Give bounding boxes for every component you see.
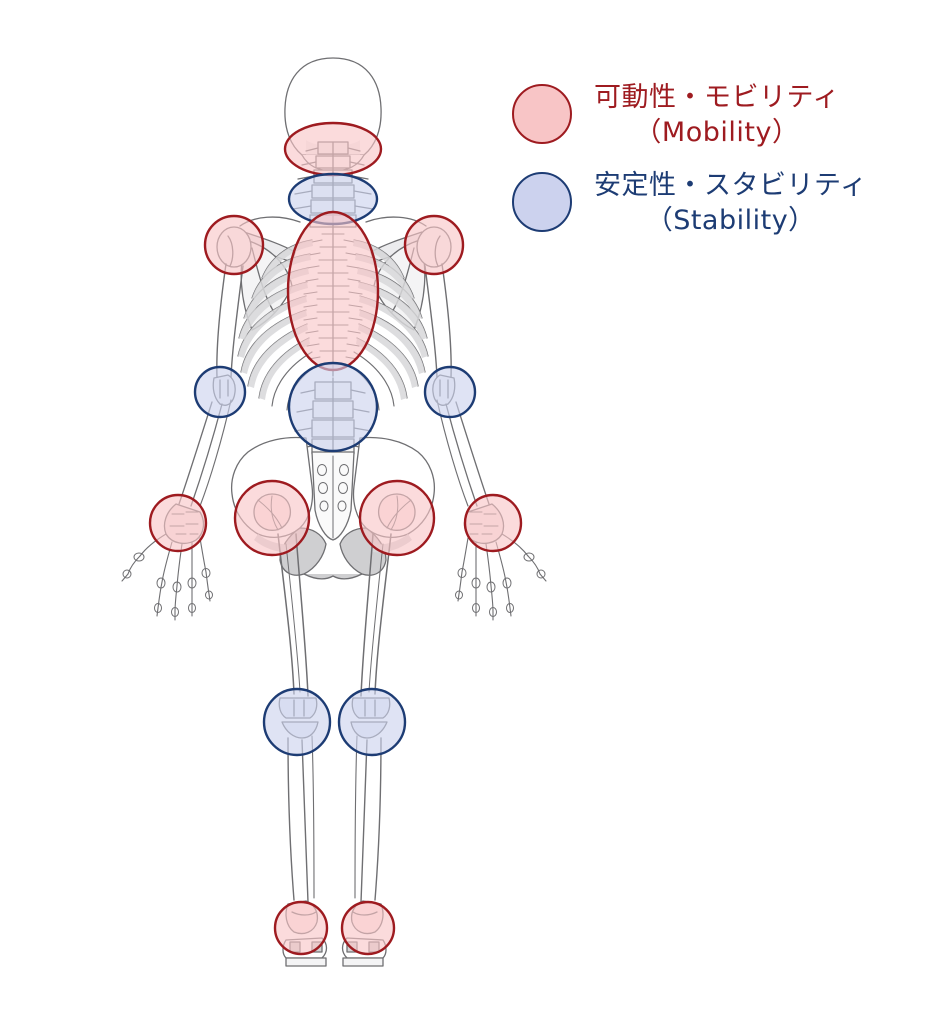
marker-thoracic-spine xyxy=(286,210,380,372)
marker-ankle-right xyxy=(340,900,396,956)
marker-wrist-left xyxy=(148,493,208,553)
legend-label-mobility: 可動性・モビリティ （Mobility） xyxy=(594,80,840,150)
legend: 可動性・モビリティ （Mobility） 安定性・スタビリティ （Stabili… xyxy=(512,80,912,256)
marker-elbow-left xyxy=(193,365,247,419)
marker-shoulder-left xyxy=(203,214,265,276)
marker-hip-right xyxy=(358,479,436,557)
legend-stability-line2: （Stability） xyxy=(645,205,816,237)
marker-lumbar-spine xyxy=(287,361,379,453)
marker-knee-right xyxy=(337,687,407,757)
legend-mobility-line1: 可動性・モビリティ xyxy=(594,82,840,113)
marker-knee-left xyxy=(262,687,332,757)
marker-elbow-right xyxy=(423,365,477,419)
stability-swatch-icon xyxy=(512,172,572,233)
legend-mobility-line2: （Mobility） xyxy=(634,117,800,149)
legend-label-stability: 安定性・スタビリティ （Stability） xyxy=(594,168,867,238)
legend-stability-line1: 安定性・スタビリティ xyxy=(594,170,868,202)
legend-item-mobility: 可動性・モビリティ （Mobility） xyxy=(512,80,912,150)
marker-hip-left xyxy=(233,479,311,557)
legend-item-stability: 安定性・スタビリティ （Stability） xyxy=(512,168,912,238)
marker-shoulder-right xyxy=(403,214,465,276)
marker-upper-cervical xyxy=(283,121,383,177)
marker-wrist-right xyxy=(463,493,523,553)
marker-ankle-left xyxy=(273,900,329,956)
mobility-swatch-icon xyxy=(512,84,572,144)
joint-markers xyxy=(148,121,523,956)
